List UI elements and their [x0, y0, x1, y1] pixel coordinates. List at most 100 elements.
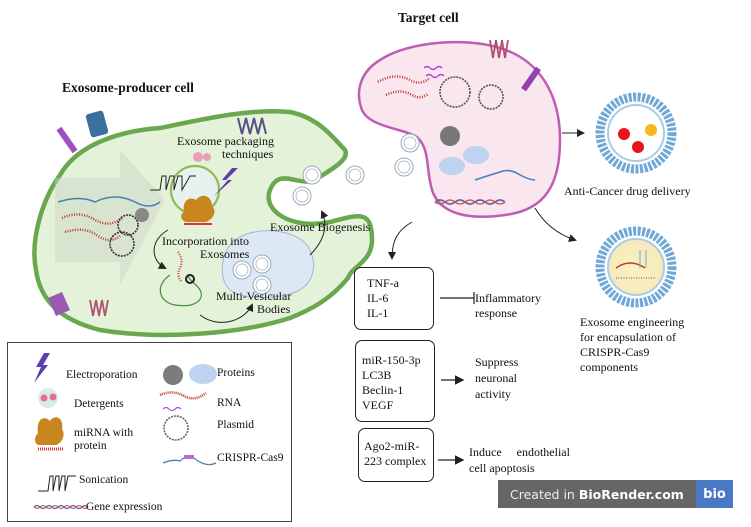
mirna-protein-complex-icon: [35, 417, 64, 451]
rna-strand-icon: [61, 213, 123, 225]
effect-item: IL-1: [367, 306, 389, 320]
gpcr-icon: [89, 299, 109, 317]
rna-strand-icon: [377, 75, 431, 84]
crispr-label-4: components: [580, 360, 638, 374]
packaging-label-1: Exosome packaging: [177, 134, 274, 148]
plasmid-ring-icon: [163, 415, 189, 441]
effect-item: VEGF: [362, 398, 394, 412]
effect-item: miR-150-3p: [362, 353, 421, 367]
exosome-icon: [345, 165, 365, 185]
effect-item: Ago2-miR-: [364, 439, 420, 453]
drug-particle-red: [618, 128, 630, 140]
exosome-icon: [394, 157, 414, 177]
legend-label-crispr: CRISPR-Cas9: [217, 452, 284, 464]
crispr-label-2: for encapsulation of: [580, 330, 676, 344]
protein-icon: [189, 364, 217, 384]
cytokine-box: TNF-a IL-6 IL-1: [354, 267, 434, 330]
flow-arrow: [153, 229, 169, 269]
exosome-icon: [302, 165, 322, 185]
producer-cell-title: Exosome-producer cell: [62, 80, 194, 95]
biogenesis-label: Exosome Biogenesis: [270, 220, 371, 234]
legend-label-detergents: Detergents: [74, 398, 124, 410]
neuronal-marker-box: miR-150-3p LC3B Beclin-1 VEGF: [355, 340, 435, 422]
detergent-micelle-icon: [38, 388, 58, 408]
plasmid-ring-icon: [478, 84, 504, 110]
receptor-icon: [56, 126, 78, 154]
cargo-loading-arrow: [55, 150, 165, 285]
biorender-logo-icon: bio: [696, 480, 733, 508]
legend-label-gene-expression: Gene expression: [86, 501, 163, 513]
ago2-complex-box: Ago2-miR- 223 complex: [358, 428, 434, 482]
dna-helix-icon: [57, 196, 161, 207]
legend-label-proteins: Proteins: [217, 367, 255, 379]
effect-item: IL-6: [367, 291, 389, 305]
plasmid-rna-icon: [423, 65, 443, 71]
watermark-text: Created in BioRender.com: [498, 480, 696, 508]
plasmid-ring-icon: [117, 214, 139, 236]
exosome-icon: [252, 254, 272, 274]
effect-item: Beclin-1: [362, 383, 404, 397]
outcome-label-1b: response: [475, 306, 517, 320]
ion-channel-icon: [85, 110, 109, 138]
biorender-watermark[interactable]: Created in BioRender.com bio: [498, 480, 733, 508]
outcome-label-2: Suppress: [475, 355, 519, 369]
rna-strand-icon: [385, 90, 429, 99]
mirna-protein-complex-icon: [181, 195, 215, 222]
exosome-icon: [400, 133, 420, 153]
protein-icon: [463, 146, 489, 164]
exosome-icon: [292, 186, 312, 206]
outcome-label-3b: cell apoptosis: [469, 461, 535, 475]
packaging-label-2: techniques: [222, 147, 274, 161]
target-cell-membrane: [357, 40, 562, 218]
plasmid-ring-icon: [439, 76, 471, 108]
crispr-label-1: Exosome engineering: [580, 315, 685, 329]
crispr-label-3: CRISPR-Cas9: [580, 345, 650, 359]
sonication-wave-icon: [38, 475, 76, 492]
protein-icon: [440, 126, 460, 146]
channel-protein-icon: [48, 292, 70, 316]
legend-label-mirna-protein: miRNA with protein: [74, 427, 134, 452]
effect-item: TNF-a: [367, 276, 399, 290]
outcome-label-2c: activity: [475, 387, 511, 401]
effect-item: 223 complex: [364, 454, 427, 468]
legend: Electroporation Detergents miRNA with pr…: [7, 342, 292, 522]
flow-arrow: [388, 221, 413, 260]
rna-strand-icon: [177, 251, 183, 283]
drug-delivery-exosome-icon: [595, 92, 677, 174]
effect-item: LC3B: [362, 368, 392, 382]
crispr-exosome-icon: [595, 226, 677, 308]
legend-label-rna: RNA: [217, 397, 242, 409]
gpcr-icon: [237, 117, 267, 135]
protein-icon: [135, 208, 149, 222]
receptor-icon: [521, 66, 541, 92]
incorporation-label-1: Incorporation into: [162, 234, 249, 248]
rna-strand-icon: [159, 391, 207, 400]
plasmid-ring-icon: [109, 231, 135, 257]
target-cell-title: Target cell: [398, 10, 459, 25]
plasmid-ring-icon: [185, 274, 195, 284]
plasmid-rna-icon: [425, 73, 445, 79]
gene-expression-helix-icon: [33, 504, 89, 510]
flow-arrow: [199, 303, 254, 323]
exosome-icon: [232, 260, 252, 280]
mvb-label-1: Multi-Vesicular: [216, 289, 292, 303]
detergent-micelle-icon: [193, 152, 211, 162]
flow-arrow: [309, 210, 329, 256]
crispr-cas9-icon: [474, 169, 536, 181]
watermark-prefix: Created in: [510, 486, 575, 502]
outcome-label-1: Inflammatory: [475, 291, 541, 305]
lightning-icon: [34, 353, 50, 383]
legend-label-electroporation: Electroporation: [66, 369, 138, 381]
drug-particle-yellow: [645, 124, 657, 136]
exosome-icon: [252, 275, 272, 295]
flow-arrow: [534, 207, 577, 242]
incorporation-label-2: Exosomes: [200, 247, 250, 261]
drug-delivery-label: Anti-Cancer drug delivery: [564, 184, 691, 198]
protein-icon: [439, 157, 465, 175]
legend-label-sonication: Sonication: [79, 474, 129, 486]
drug-particle-red: [632, 141, 644, 153]
legend-label-plasmid: Plasmid: [217, 419, 255, 431]
outcome-label-2b: neuronal: [475, 371, 517, 385]
gene-expression-helix-icon: [434, 199, 506, 205]
